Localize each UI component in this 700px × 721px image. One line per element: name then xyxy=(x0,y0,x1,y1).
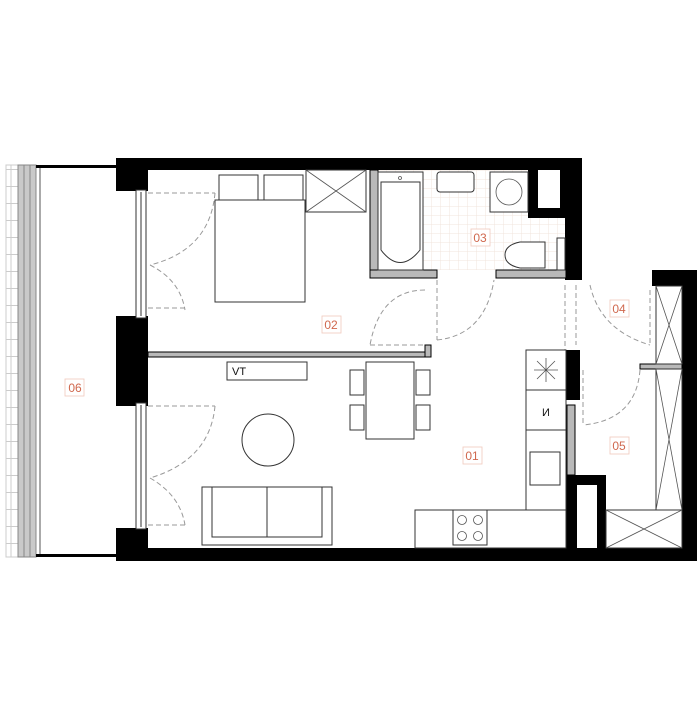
bed xyxy=(214,174,306,303)
washing-machine xyxy=(489,171,529,213)
room-label-03: 03 xyxy=(470,228,491,247)
window-bedroom xyxy=(135,189,147,319)
closet-hall xyxy=(605,285,683,549)
room-label-01: 01 xyxy=(462,446,483,465)
tv-unit: VT xyxy=(226,361,308,381)
svg-text:04: 04 xyxy=(612,302,626,316)
balcony xyxy=(5,164,116,558)
svg-text:05: 05 xyxy=(612,439,626,453)
kitchen: И xyxy=(414,349,567,549)
sink xyxy=(436,171,475,193)
svg-text:06: 06 xyxy=(68,381,82,395)
door-swings xyxy=(148,192,651,526)
exterior-walls xyxy=(116,158,697,561)
room-label-04: 04 xyxy=(609,299,630,318)
tv-label: VT xyxy=(232,366,246,378)
svg-text:03: 03 xyxy=(473,231,487,245)
sofa xyxy=(201,486,333,546)
toilet xyxy=(504,237,566,271)
svg-text:02: 02 xyxy=(324,318,338,332)
svg-text:01: 01 xyxy=(465,449,479,463)
room-label-05: 05 xyxy=(609,436,630,455)
room-label-06: 06 xyxy=(64,378,85,397)
round-table xyxy=(241,413,295,467)
bathtub xyxy=(377,171,424,271)
appliance-symbol: И xyxy=(542,407,550,419)
wardrobe xyxy=(305,169,367,213)
room-label-02: 02 xyxy=(321,315,342,334)
stove xyxy=(452,509,488,546)
partitions xyxy=(147,169,683,476)
window-living xyxy=(135,402,147,530)
dining-table xyxy=(349,361,431,440)
